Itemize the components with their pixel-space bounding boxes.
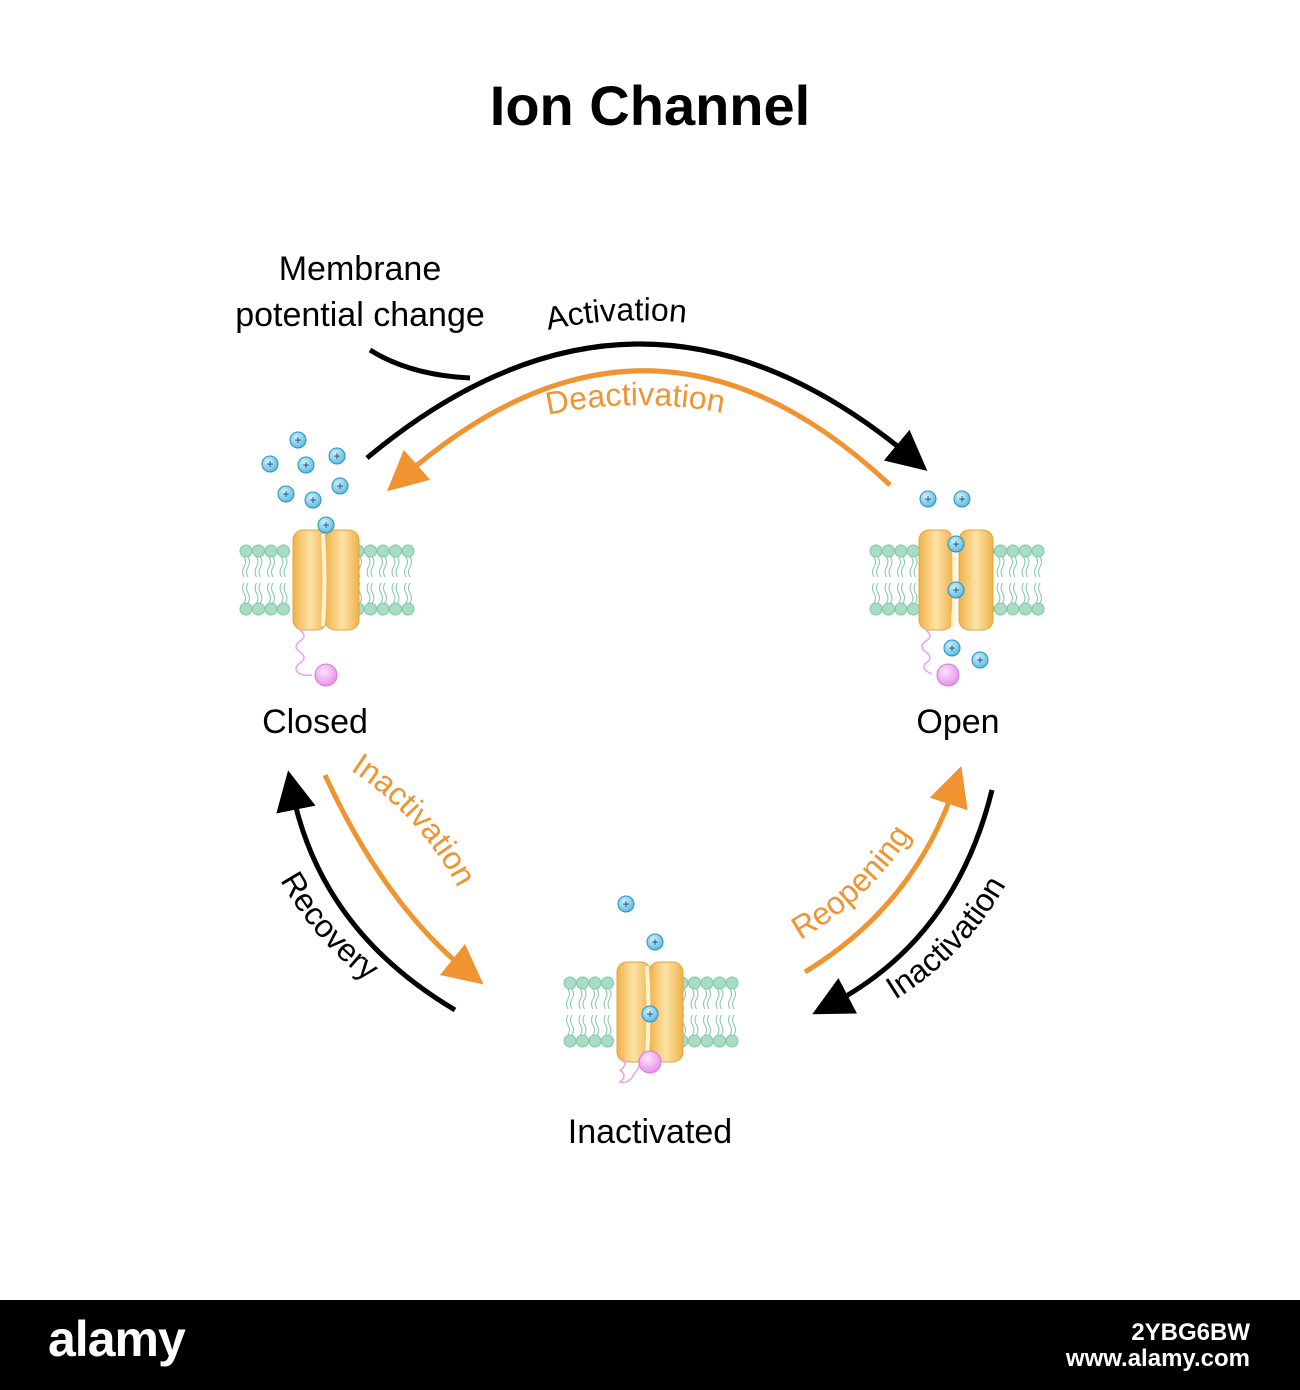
inactivation-tether <box>618 1057 641 1084</box>
ion: + <box>261 455 279 473</box>
activation-arrow <box>365 341 928 471</box>
ion: + <box>971 651 989 669</box>
deactivation-arrow <box>386 368 892 492</box>
svg-text:+: + <box>309 493 316 507</box>
trigger-line <box>368 347 471 381</box>
lipid-bilayer-left <box>239 544 290 616</box>
inactivation-ball <box>314 663 338 687</box>
ion-channel-diagram: Ion Channel Membrane potential change Ac… <box>235 74 1045 1151</box>
svg-text:+: + <box>958 492 965 506</box>
svg-text:+: + <box>948 641 955 655</box>
channel-protein <box>918 529 994 631</box>
inactivation-tether <box>921 629 933 675</box>
state-label-closed: Closed <box>262 703 368 741</box>
state-label-open: Open <box>916 703 999 741</box>
image-id-code: 2YBG6BW <box>1131 1319 1250 1346</box>
svg-text:+: + <box>266 457 273 471</box>
stock-footer: alamy 2YBG6BW www.alamy.com <box>0 1300 1300 1390</box>
svg-text:+: + <box>924 492 931 506</box>
activation-label: Activation <box>543 291 689 337</box>
inactivation-ball <box>936 663 960 687</box>
recovery-label: Recovery <box>274 865 386 987</box>
ion: + <box>943 639 961 657</box>
svg-text:+: + <box>622 897 629 911</box>
reopening-label: Reopening <box>785 818 917 946</box>
svg-text:+: + <box>651 935 658 949</box>
ion: + <box>304 491 322 509</box>
ion: + <box>297 456 315 474</box>
lipid-bilayer-right <box>675 976 739 1048</box>
diagram-title: Ion Channel <box>490 74 810 137</box>
ion: + <box>289 431 307 449</box>
lipid-bilayer-left <box>563 976 614 1048</box>
ion: + <box>947 581 965 599</box>
deactivation-label: Deactivation <box>542 376 727 422</box>
svg-text:+: + <box>333 449 340 463</box>
svg-text:+: + <box>282 487 289 501</box>
ion: + <box>328 447 346 465</box>
state-label-inactivated: Inactivated <box>568 1113 732 1151</box>
svg-text:+: + <box>336 479 343 493</box>
inactivation-closed-arrow <box>322 773 484 985</box>
svg-text:+: + <box>976 653 983 667</box>
inactivation-open-arrow <box>812 789 995 1015</box>
lipid-bilayer-left <box>869 544 920 616</box>
svg-text:+: + <box>952 583 959 597</box>
svg-text:+: + <box>294 433 301 447</box>
inactivation-tether <box>295 629 313 677</box>
brand-logo: alamy <box>48 1311 186 1367</box>
ion: + <box>646 933 664 951</box>
inactivation-ball <box>638 1050 662 1074</box>
ion: + <box>317 516 335 534</box>
channel-closed <box>239 529 415 687</box>
channel-inactivated: + <box>563 961 739 1084</box>
lipid-bilayer-right <box>351 544 415 616</box>
ions: +++++++++++++ <box>261 431 989 951</box>
ion: + <box>617 895 635 913</box>
site-url: www.alamy.com <box>1065 1345 1250 1372</box>
recovery-arrow <box>276 770 457 1013</box>
image-id: 2YBG6BW www.alamy.com <box>1066 1320 1250 1372</box>
trigger-label-line2: potential change <box>235 296 485 334</box>
svg-text:+: + <box>646 1007 653 1021</box>
ion: + <box>277 485 295 503</box>
trigger-label-line1: Membrane <box>279 250 442 288</box>
channel-open: + + + <box>869 529 1045 687</box>
svg-text:+: + <box>322 518 329 532</box>
ion: + <box>947 535 965 553</box>
ion: + <box>953 490 971 508</box>
reopening-arrow <box>803 766 968 975</box>
ion: + <box>641 1005 659 1023</box>
inactivation-closed-label: Inactivation <box>346 746 483 892</box>
svg-text:+: + <box>302 458 309 472</box>
ion: + <box>919 490 937 508</box>
channel-protein <box>292 529 360 631</box>
svg-text:+: + <box>952 537 959 551</box>
ion: + <box>331 477 349 495</box>
